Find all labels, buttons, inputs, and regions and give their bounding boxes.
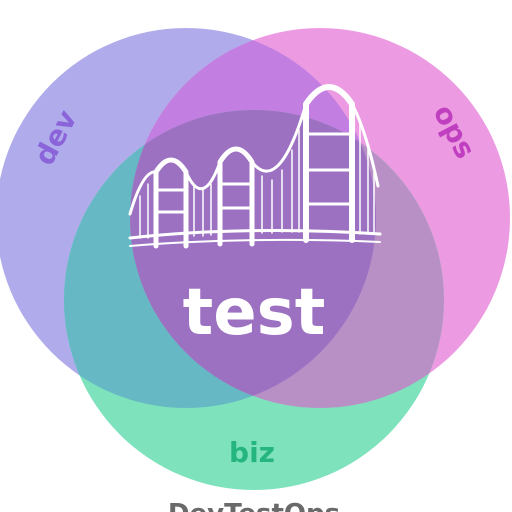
biz-label: biz <box>229 436 275 469</box>
footer-text: DevTestOps <box>168 499 340 512</box>
center-overlap <box>130 110 376 408</box>
center-label: test <box>183 276 326 350</box>
bridge-icon <box>128 84 382 249</box>
